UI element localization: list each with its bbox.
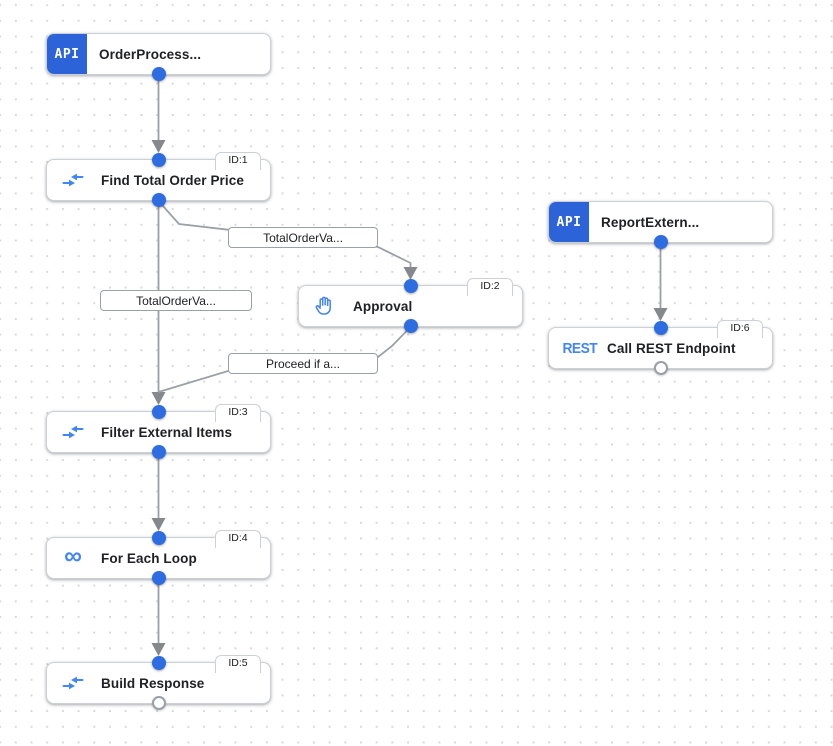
output-port[interactable] <box>403 319 418 333</box>
input-port[interactable] <box>151 405 166 419</box>
rest-icon-text: REST <box>562 339 598 357</box>
node-build-response[interactable]: ID:5 Build Response <box>46 655 271 710</box>
output-port[interactable] <box>151 571 166 585</box>
output-port[interactable] <box>151 193 166 207</box>
arrowhead <box>653 308 668 321</box>
node-call-rest-endpoint[interactable]: ID:6 REST Call REST Endpoint <box>548 320 773 375</box>
node-filter-external-items[interactable]: ID:3 Filter External Items <box>46 404 271 459</box>
node-trigger-reportextern[interactable]: API ReportExtern... <box>548 201 773 249</box>
node-id-badge: ID:6 <box>717 320 763 338</box>
rest-icon: REST <box>562 335 598 361</box>
output-port[interactable] <box>653 235 668 249</box>
node-find-total-order-price[interactable]: ID:1 Find Total Order Price <box>46 152 271 207</box>
arrowhead <box>151 392 166 405</box>
input-port[interactable] <box>151 531 166 545</box>
output-port[interactable] <box>151 67 166 81</box>
node-approval[interactable]: ID:2 Approval <box>298 278 523 333</box>
edge-find-to-approval <box>157 200 412 267</box>
node-title: Call REST Endpoint <box>607 340 736 356</box>
node-title: Find Total Order Price <box>101 172 244 188</box>
add-connection-port[interactable] <box>653 361 668 375</box>
arrowhead <box>151 643 166 656</box>
node-for-each-loop[interactable]: ID:4 ∞ For Each Loop <box>46 530 271 585</box>
api-trigger-icon: API <box>549 202 589 242</box>
node-id-badge: ID:2 <box>467 278 513 296</box>
edge-approval-to-filter <box>158 326 412 393</box>
api-trigger-icon: API <box>47 34 87 74</box>
edge-label-totalorderva-2[interactable]: TotalOrderVa... <box>100 290 252 311</box>
data-mapping-icon <box>60 167 86 193</box>
edge-label-totalorderva-1[interactable]: TotalOrderVa... <box>228 227 378 248</box>
data-mapping-icon <box>60 419 86 445</box>
edge-label-proceed-if[interactable]: Proceed if a... <box>228 353 378 374</box>
node-title: ReportExtern... <box>601 214 700 230</box>
input-port[interactable] <box>403 279 418 293</box>
node-title: Approval <box>353 298 413 314</box>
input-port[interactable] <box>151 656 166 670</box>
node-id-badge: ID:3 <box>215 404 261 422</box>
input-port[interactable] <box>151 153 166 167</box>
arrowhead <box>151 518 166 531</box>
node-title: Build Response <box>101 675 205 691</box>
output-port[interactable] <box>151 445 166 459</box>
infinity-glyph: ∞ <box>64 542 82 570</box>
infinity-loop-icon: ∞ <box>60 542 86 571</box>
node-trigger-orderprocess[interactable]: API OrderProcess... <box>46 33 271 81</box>
arrowhead <box>403 267 418 280</box>
node-title: OrderProcess... <box>99 46 202 62</box>
node-id-badge: ID:5 <box>215 655 261 673</box>
hand-approval-icon <box>312 293 338 319</box>
node-title: For Each Loop <box>101 550 197 566</box>
node-id-badge: ID:1 <box>215 152 261 170</box>
node-id-badge: ID:4 <box>215 530 261 548</box>
node-title: Filter External Items <box>101 424 233 440</box>
input-port[interactable] <box>653 321 668 335</box>
data-mapping-icon <box>60 670 86 696</box>
arrowhead <box>151 140 166 153</box>
add-connection-port[interactable] <box>151 696 166 710</box>
